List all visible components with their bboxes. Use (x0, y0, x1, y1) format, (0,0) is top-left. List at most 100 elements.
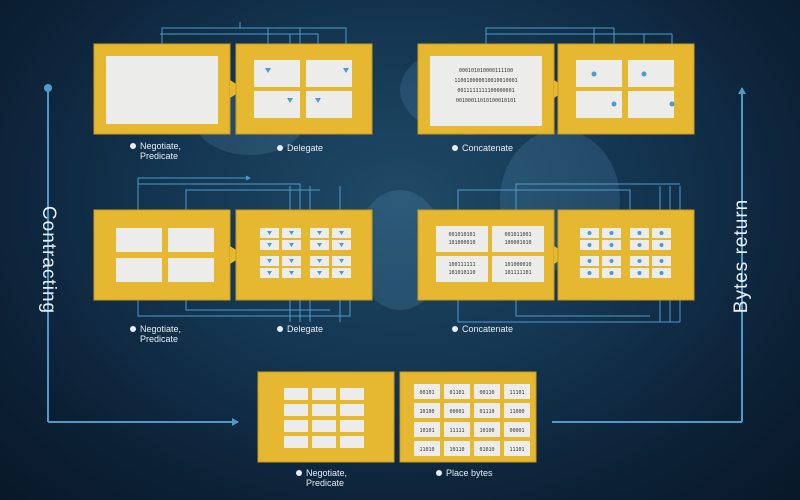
row2-concatenate-panel: 001010101 101000010 001011001 100001010 1001… (417, 209, 568, 301)
byte-card (504, 403, 530, 418)
bit-string: 101111101 (504, 270, 531, 276)
caption-text: Delegate (287, 143, 324, 153)
arrow-marker-icon (317, 243, 322, 247)
caption-line: Negotiate, (140, 324, 182, 334)
arrow-marker-icon (339, 259, 344, 263)
bit-string: 001010101 (448, 232, 475, 238)
byte-card (414, 384, 440, 399)
contract-fragment-card (340, 420, 364, 432)
byte-card (474, 441, 500, 456)
bit-string: 0011111111100000001 (457, 88, 514, 94)
bullet-dot-icon (277, 145, 283, 151)
byte-card (414, 441, 440, 456)
byte-value: 00101 (419, 390, 434, 396)
byte-value: 11101 (509, 447, 524, 453)
bullet-dot-icon (452, 145, 458, 151)
byte-card (414, 403, 440, 418)
arrow-marker-icon (289, 259, 294, 263)
dot-marker-icon (637, 259, 642, 263)
byte-value: 10110 (449, 447, 464, 453)
bit-string: 110010000010010010001 (454, 78, 517, 84)
caption-text: Place bytes (446, 468, 493, 478)
bit-string: 100001010 (504, 240, 531, 246)
caption-line: Predicate (140, 151, 179, 161)
arrow-marker-icon (289, 243, 294, 247)
byte-card (474, 384, 500, 399)
row1-delegate-caption: Delegate (277, 143, 323, 153)
row1-delegate-panel (235, 43, 373, 135)
dot-marker-icon (609, 243, 614, 247)
row1-contract-card (106, 56, 218, 124)
arrow-marker-icon (317, 259, 322, 263)
arrow-marker-icon (339, 243, 344, 247)
row2-negotiate-panel (93, 209, 244, 301)
bit-string: 00100011010100010101 (456, 98, 516, 104)
row1-concatenate-panel: 0001010100001111001100100000100100100010… (417, 43, 568, 135)
row3-negotiate-panel (257, 371, 395, 463)
bit-string: 101000010 (504, 262, 531, 268)
row1-fragments-panel (557, 43, 695, 135)
byte-card (504, 384, 530, 399)
arrow-marker-icon (267, 231, 272, 235)
bit-string: 101000010 (448, 240, 475, 246)
arrow-marker-icon (339, 271, 344, 275)
byte-value: 01010 (479, 447, 494, 453)
row1-negotiate-panel (93, 43, 244, 135)
contract-fragment-card (340, 436, 364, 448)
byte-value: 11010 (419, 447, 434, 453)
row3-place-bytes-caption: Place bytes (436, 468, 493, 478)
contracting-label: Contracting (38, 205, 59, 315)
byte-card (444, 422, 470, 437)
dot-marker-icon (637, 231, 642, 235)
row2-delegate-panel (235, 209, 373, 301)
byte-value: 00001 (449, 409, 464, 415)
caption-line: Negotiate, (306, 468, 348, 478)
bit-string: 001011001 (504, 232, 531, 238)
row2-fragments-panel (557, 209, 695, 301)
byte-value: 00110 (479, 390, 494, 396)
byte-card (444, 403, 470, 418)
byte-value: 00001 (509, 428, 524, 434)
byte-card (474, 403, 500, 418)
contract-fragment-card (340, 404, 364, 416)
bullet-dot-icon (130, 143, 136, 149)
caption-line: Negotiate, (140, 141, 182, 151)
contract-fragment-card (284, 388, 308, 400)
byte-card (504, 422, 530, 437)
dot-marker-icon (587, 259, 592, 263)
byte-value: 11111 (449, 428, 464, 434)
contract-fragment-card (284, 420, 308, 432)
contract-fragment-card (284, 404, 308, 416)
dot-marker-icon (609, 271, 614, 275)
caption-text: Concatenate (462, 143, 514, 153)
row2-concatenate-caption: Concatenate (452, 324, 513, 334)
bullet-dot-icon (130, 326, 136, 332)
dot-marker-icon (609, 259, 614, 263)
byte-value: 10100 (419, 409, 434, 415)
contract-fragment-card (312, 420, 336, 432)
dot-marker-icon (659, 243, 664, 247)
bit-string: 100111111 (448, 262, 475, 268)
byte-value: 11101 (509, 390, 524, 396)
caption-text: Concatenate (462, 324, 514, 334)
row1-negotiate-caption: Negotiate,Predicate (130, 141, 181, 161)
caption-line: Predicate (306, 478, 345, 488)
row3-negotiate-caption: Negotiate,Predicate (296, 468, 347, 488)
byte-value: 10101 (419, 428, 434, 434)
arrow-marker-icon (317, 231, 322, 235)
contract-fragment-card (312, 436, 336, 448)
byte-value: 11000 (509, 409, 524, 415)
arrow-marker-icon (289, 231, 294, 235)
contract-fragment-card (312, 388, 336, 400)
byte-card (474, 422, 500, 437)
dot-marker-icon (659, 259, 664, 263)
outer-loop-arrows (47, 87, 746, 426)
byte-value: 01110 (479, 409, 494, 415)
row2-delegate-caption: Delegate (277, 324, 323, 334)
bit-string: 101010110 (448, 270, 475, 276)
dot-marker-icon (609, 231, 614, 235)
bytes-return-label: Bytes return (731, 198, 752, 314)
bullet-dot-icon (277, 326, 283, 332)
